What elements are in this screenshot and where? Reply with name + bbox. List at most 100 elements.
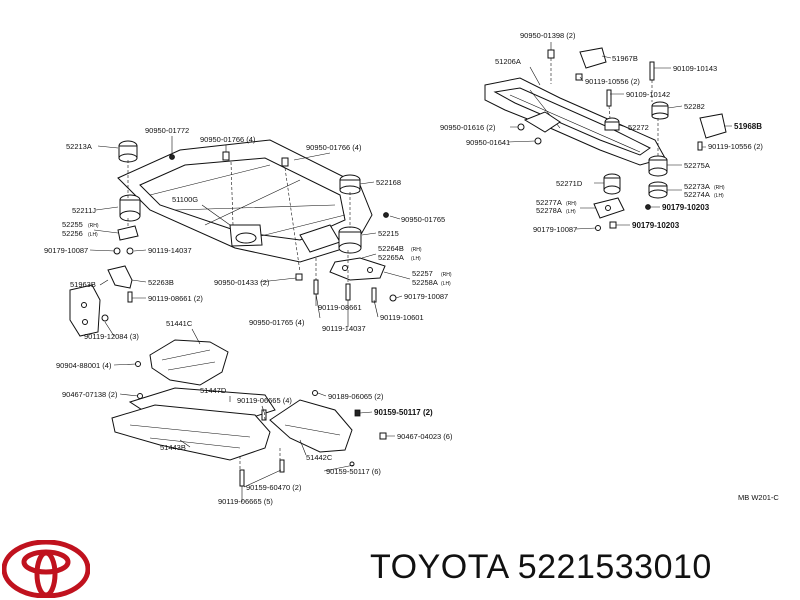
label-90950-01433: 90950-01433 (2) xyxy=(214,278,270,287)
label-522168: 522168 xyxy=(376,178,401,187)
mount-52271D xyxy=(603,173,621,195)
label-lh-2: (LH) xyxy=(411,256,421,262)
mount-52272 xyxy=(604,117,620,131)
label-52278A: 52278A xyxy=(536,206,562,215)
label-51968B: 51968B xyxy=(734,122,762,131)
label-90159-50117-6: 90159-50117 (6) xyxy=(326,467,381,476)
label-rh-2: (RH) xyxy=(411,247,422,253)
leader-lines xyxy=(89,42,732,502)
logo-vertical-ring xyxy=(34,550,58,598)
bracket-52257 xyxy=(329,257,386,281)
mount-52215 xyxy=(338,226,362,254)
label-lh-1: (LH) xyxy=(88,232,98,238)
label-rh-5: (RH) xyxy=(566,201,577,207)
label-90119-10556-b: 90119-10556 (2) xyxy=(708,142,763,151)
label-90119-14037-b: 90119-14037 xyxy=(322,324,366,333)
label-90179-10087-r: 90179-10087 xyxy=(533,225,577,234)
label-rh-4: (RH) xyxy=(714,185,725,191)
cover-51442C xyxy=(269,399,353,453)
label-52263B: 52263B xyxy=(148,278,174,287)
mount-52211J xyxy=(119,194,141,222)
label-52258A: 52258A xyxy=(412,278,438,287)
rear-member-frame xyxy=(484,77,666,166)
label-52211J: 52211J xyxy=(72,206,96,215)
label-52272: 52272 xyxy=(628,123,649,132)
label-90950-01641: 90950-01641 xyxy=(466,138,510,147)
label-lh-5: (LH) xyxy=(566,209,576,215)
label-52271D: 52271D xyxy=(556,179,583,188)
label-90467-04023: 90467-04023 (6) xyxy=(397,432,453,441)
label-90189-06065: 90189-06065 (2) xyxy=(328,392,384,401)
label-52275A: 52275A xyxy=(684,161,710,170)
cover-51441C xyxy=(149,339,229,386)
mount-52275A xyxy=(648,155,668,177)
label-90179-10203-a: 90179-10203 xyxy=(662,203,710,212)
label-51206A: 51206A xyxy=(495,57,521,66)
label-52264B: 52264B xyxy=(378,244,404,253)
mount-522168 xyxy=(339,174,361,195)
label-90109-10143: 90109-10143 xyxy=(673,64,717,73)
label-90950-01765: 90950-01765 xyxy=(401,215,445,224)
label-52257: 52257 xyxy=(412,269,433,278)
label-90950-01765-4: 90950-01765 (4) xyxy=(249,318,305,327)
label-52255: 52255 xyxy=(62,220,83,229)
mount-52282 xyxy=(651,101,669,120)
label-51443B: 51443B xyxy=(160,443,186,452)
label-lh-4: (LH) xyxy=(714,193,724,199)
part-number-title: TOYOTA 5221533010 xyxy=(370,548,712,586)
label-90179-10087-a: 90179-10087 xyxy=(44,246,88,255)
cover-51443B xyxy=(111,404,271,461)
bracket-51967B xyxy=(579,47,607,69)
label-90119-06665-5: 90119-06665 (5) xyxy=(218,497,273,506)
label-52213A: 52213A xyxy=(66,142,92,151)
label-90904-88001: 90904-88001 (4) xyxy=(56,361,112,370)
label-90119-12084: 90119-12084 (3) xyxy=(84,332,139,341)
callout-labels: 52213A 90950-01772 90950-01766 (4) 90950… xyxy=(44,31,779,506)
label-90119-14037-a: 90119-14037 xyxy=(148,246,192,255)
label-90950-01616: 90950-01616 (2) xyxy=(440,123,496,132)
bracket-51968B xyxy=(699,113,727,139)
label-52215: 52215 xyxy=(378,229,399,238)
label-51441C: 51441C xyxy=(166,319,193,328)
label-90179-10203-b: 90179-10203 xyxy=(632,221,680,230)
label-90119-08661-b: 90119-08661 xyxy=(318,303,362,312)
label-52265A: 52265A xyxy=(378,253,404,262)
label-90467-07138: 90467-07138 (2) xyxy=(62,390,118,399)
label-90119-10601: 90119-10601 xyxy=(380,313,424,322)
stay-51963B xyxy=(69,284,101,337)
label-51963B: 51963B xyxy=(70,280,96,289)
label-51967B: 51967B xyxy=(612,54,638,63)
label-90950-01772: 90950-01772 xyxy=(145,126,189,135)
label-52274A: 52274A xyxy=(684,190,710,199)
label-rh-3: (RH) xyxy=(441,272,452,278)
label-rh-1: (RH) xyxy=(88,223,99,229)
exploded-view-svg: 52213A 90950-01772 90950-01766 (4) 90950… xyxy=(44,31,779,506)
label-90119-08661-a: 90119-08661 (2) xyxy=(148,294,203,303)
label-90119-06665-4: 90119-06665 (4) xyxy=(237,396,292,405)
diagram-code: MB W201-C xyxy=(738,493,779,502)
label-52256: 52256 xyxy=(62,229,83,238)
label-90950-01766-a: 90950-01766 (4) xyxy=(200,135,256,144)
crossmember-frame xyxy=(117,139,373,263)
mount-52213A xyxy=(118,140,138,163)
mount-52273A xyxy=(648,181,668,199)
label-lh-3: (LH) xyxy=(441,281,451,287)
label-90950-01766-b: 90950-01766 (4) xyxy=(306,143,362,152)
label-90950-01398: 90950-01398 (2) xyxy=(520,31,576,40)
label-90119-10556-a: 90119-10556 (2) xyxy=(585,77,640,86)
label-90179-10087-b: 90179-10087 xyxy=(404,292,448,301)
label-52277A: 52277A xyxy=(536,198,562,207)
label-52273A: 52273A xyxy=(684,182,710,191)
bracket-52255 xyxy=(117,225,139,241)
label-51442C: 51442C xyxy=(306,453,333,462)
label-90109-10142: 90109-10142 xyxy=(626,90,670,99)
bracket-52277A xyxy=(593,197,625,219)
label-52282: 52282 xyxy=(684,102,705,111)
label-90159-60470: 90159-60470 (2) xyxy=(246,483,302,492)
label-51100G: 51100G xyxy=(172,195,198,204)
label-90159-50117-2: 90159-50117 (2) xyxy=(374,408,433,417)
label-51447D: 51447D xyxy=(200,386,227,395)
bracket-52263B xyxy=(107,265,133,289)
toyota-logo-icon xyxy=(2,540,90,598)
